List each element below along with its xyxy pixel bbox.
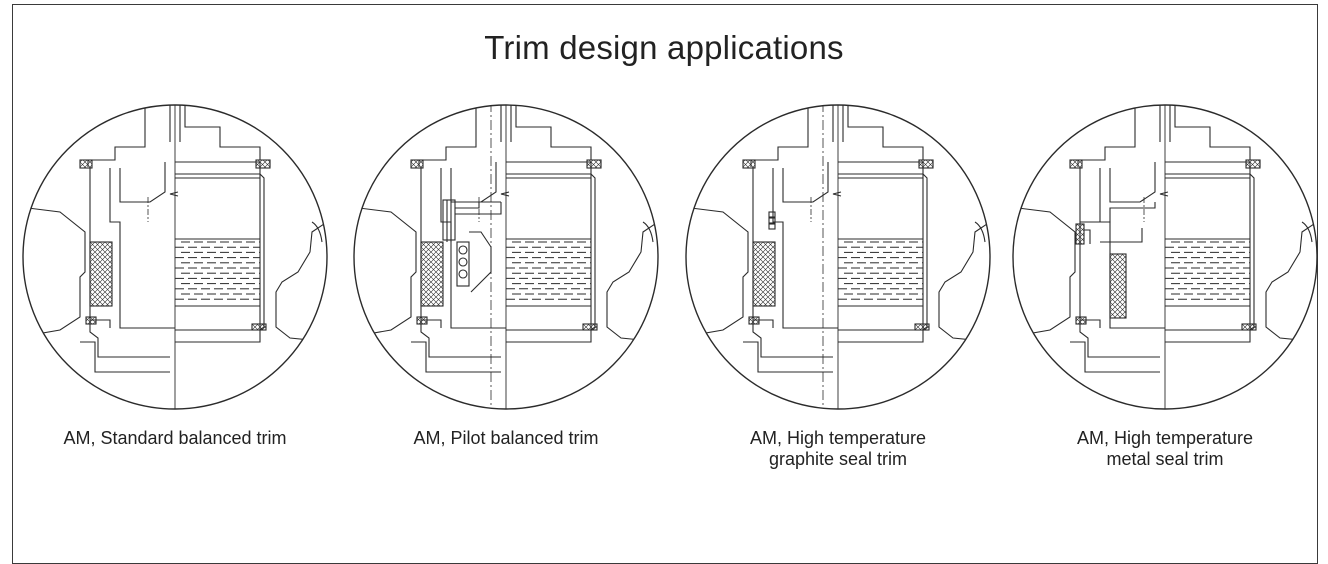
- detail-view-circle: [685, 104, 991, 410]
- panel-metal-seal-trim: AM, High temperature metal seal trim: [1010, 102, 1320, 512]
- pilot-valve-detail: [442, 199, 502, 293]
- metal-seal-ring: [1075, 202, 1156, 245]
- graphite-seal-rings: [768, 211, 776, 230]
- seal-packing-stack: [420, 241, 444, 307]
- panel-caption: AM, High temperature graphite seal trim: [673, 428, 1003, 470]
- trim-cross-section-drawing: [353, 104, 659, 410]
- trim-cross-section-drawing: [1012, 104, 1318, 410]
- panel-caption: AM, High temperature metal seal trim: [1000, 428, 1328, 470]
- panel-graphite-seal-trim: AM, High temperature graphite seal trim: [683, 102, 993, 512]
- detail-view-circle: [1012, 104, 1318, 410]
- trim-cross-section-drawing: [685, 104, 991, 410]
- cage-port-slots: [175, 241, 260, 300]
- trim-section-lines: [354, 105, 658, 409]
- panel-standard-balanced-trim: AM, Standard balanced trim: [20, 102, 330, 512]
- trim-cross-section-drawing: [22, 104, 328, 410]
- detail-view-circle: [22, 104, 328, 410]
- seal-packing-stack: [752, 241, 776, 307]
- trim-section-lines: [686, 105, 990, 409]
- caption-line-1: AM, High temperature: [1076, 428, 1254, 448]
- cage-port-slots: [1165, 241, 1250, 300]
- figure-title: Trim design applications: [484, 29, 844, 66]
- seal-packing-stack: [1109, 253, 1127, 319]
- caption-line-1: AM, Pilot balanced trim: [413, 428, 599, 448]
- caption-line-1: AM, High temperature: [749, 428, 927, 448]
- cage-port-slots: [838, 241, 923, 300]
- cage-port-slots: [506, 241, 591, 300]
- seal-packing-stack: [89, 241, 113, 307]
- panel-caption: AM, Pilot balanced trim: [341, 428, 671, 449]
- detail-view-circle: [353, 104, 659, 410]
- caption-line-1: AM, Standard balanced trim: [63, 428, 287, 448]
- panel-caption: AM, Standard balanced trim: [10, 428, 340, 449]
- panel-pilot-balanced-trim: AM, Pilot balanced trim: [351, 102, 661, 512]
- caption-line-2: graphite seal trim: [768, 449, 908, 469]
- trim-section-lines: [1013, 105, 1317, 409]
- caption-line-2: metal seal trim: [1106, 449, 1224, 469]
- trim-section-lines: [23, 105, 327, 409]
